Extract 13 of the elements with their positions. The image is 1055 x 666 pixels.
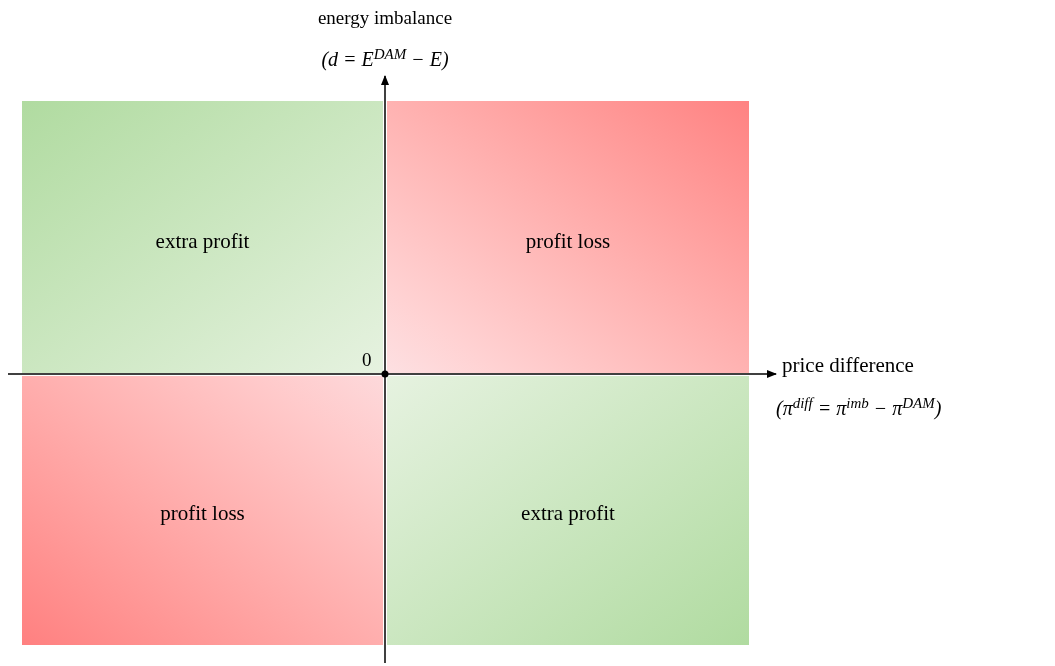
axis-formula: (d = E$^{DAM}$ − E) [320, 44, 450, 73]
quadrant-label: profit loss [159, 500, 246, 527]
quadrant-label: extra profit [154, 228, 251, 255]
quadrant-region [387, 101, 749, 373]
quadrant-region [22, 376, 383, 645]
axis-title: energy imbalance [316, 6, 454, 30]
axis-title: price difference [782, 352, 914, 379]
quadrant-label: profit loss [524, 228, 612, 255]
origin-label: 0 [362, 348, 372, 372]
quadrant-region [22, 101, 383, 373]
quadrant-label: extra profit [520, 500, 616, 527]
quadrant-region [387, 376, 749, 645]
axis-formula: (π$^{diff}$ = π$^{imb}$ − π$^{DAM}$) [776, 393, 942, 422]
